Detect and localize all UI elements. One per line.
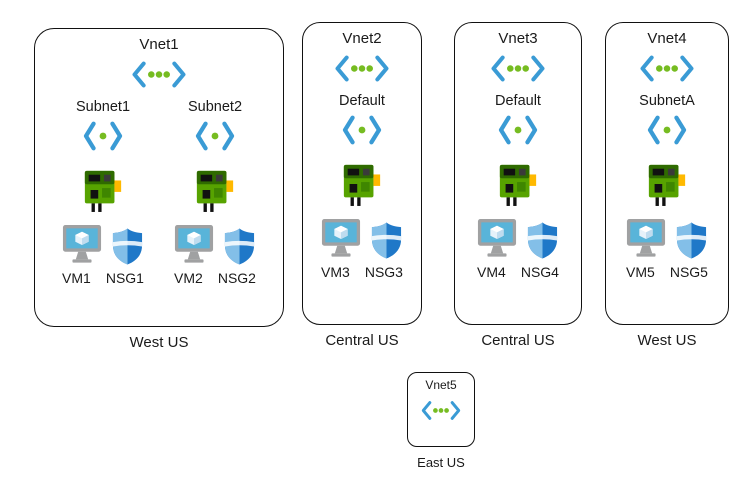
subnet-label: Subnet1 [75,99,131,115]
nic-icon [196,170,234,212]
vm-nsg-labels: VM5 NSG5 [626,264,708,280]
subnets-row: Default VM3 NSG3 [303,93,421,280]
subnet-label: Default [339,93,385,109]
nic-icon [84,170,122,212]
vnet4-box: Vnet4 SubnetA VM5 NSG5 [605,22,729,325]
vnet-icon [421,401,461,420]
nsg-icon [527,222,558,258]
vm-label: VM4 [477,264,506,280]
vnet-title: Vnet5 [425,378,457,392]
nsg-label: NSG5 [669,264,708,280]
subnet-icon [81,119,125,153]
vm-nsg-labels: VM3 NSG3 [321,264,403,280]
subnets-row: Default VM4 NSG4 [455,93,581,280]
vm-icon [626,219,666,257]
vnet5-box: Vnet5 [407,372,475,447]
vm-nsg-row [477,218,559,262]
vnet-title: Vnet4 [647,30,687,47]
region-label: East US [417,455,465,470]
vnet-card-5: Vnet5 East US [407,372,475,470]
vnet-title: Vnet2 [342,30,382,47]
vnet-card-4: Vnet4 SubnetA VM5 NSG5 Wes [605,22,729,349]
region-label: West US [129,334,189,351]
vnet2-box: Vnet2 Default VM3 NSG3 [302,22,422,325]
subnet-column: SubnetA VM5 NSG5 [606,93,728,280]
subnets-row: SubnetA VM5 NSG5 [606,93,728,280]
subnet-column: Subnet1 VM1 NSG1 [47,99,159,286]
subnet-label: SubnetA [639,93,695,109]
subnet-icon [496,113,540,147]
subnet-label: Subnet2 [187,99,243,115]
vm-nsg-labels: VM4 NSG4 [477,264,559,280]
vm-nsg-row [62,224,144,268]
subnet-icon [340,113,384,147]
subnet-icon [645,113,689,147]
vnet-card-2: Vnet2 Default VM3 NSG3 Cen [302,22,422,349]
subnet-column: Default VM3 NSG3 [303,93,421,280]
vm-nsg-row [626,218,708,262]
vnet-icon [333,53,391,84]
vm-nsg-row [174,224,256,268]
vm-nsg-labels: VM1 NSG1 [62,270,144,286]
vm-icon [321,219,361,257]
vnet-icon [638,53,696,84]
nsg-icon [112,228,143,264]
nic-icon [648,164,686,206]
vm-icon [477,219,517,257]
vm-nsg-labels: VM2 NSG2 [174,270,256,286]
region-label: Central US [481,332,555,349]
vnet-icon [489,53,547,84]
vnet-title: Vnet1 [139,36,179,53]
nic-icon [499,164,537,206]
subnet-icon [193,119,237,153]
nsg-icon [224,228,255,264]
vm-nsg-row [321,218,403,262]
subnet-column: Default VM4 NSG4 [455,93,581,280]
nsg-icon [676,222,707,258]
nsg-icon [371,222,402,258]
subnet-label: Default [495,93,541,109]
subnet-column: Subnet2 VM2 NSG2 [159,99,271,286]
region-label: Central US [325,332,399,349]
vnet-icon [130,59,188,90]
vnet1-box: Vnet1 Subnet1 VM1 NSG1 [34,28,284,327]
region-label: West US [637,332,697,349]
vm-label: VM1 [62,270,91,286]
nsg-label: NSG3 [364,264,403,280]
subnets-row: Subnet1 VM1 NSG1 Subnet2 [47,99,271,286]
nsg-label: NSG1 [105,270,144,286]
vm-icon [174,225,214,263]
nic-icon [343,164,381,206]
nsg-label: NSG2 [217,270,256,286]
vnet3-box: Vnet3 Default VM4 NSG4 [454,22,582,325]
vm-label: VM2 [174,270,203,286]
vnet-card-1: Vnet1 Subnet1 VM1 NSG1 [34,28,284,351]
vm-icon [62,225,102,263]
vnet-title: Vnet3 [498,30,538,47]
vm-label: VM5 [626,264,655,280]
vm-label: VM3 [321,264,350,280]
vnet-card-3: Vnet3 Default VM4 NSG4 Cen [454,22,582,349]
nsg-label: NSG4 [520,264,559,280]
